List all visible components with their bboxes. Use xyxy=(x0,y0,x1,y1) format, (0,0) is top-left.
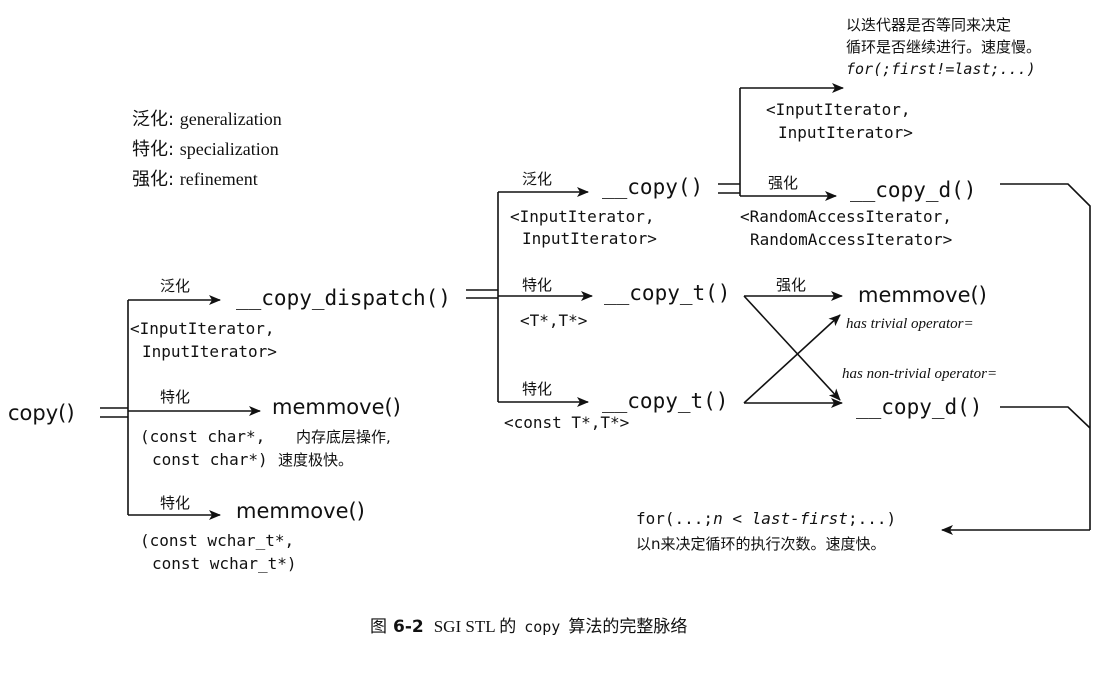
note-trivial: has trivial operator= xyxy=(846,316,974,332)
params: <InputIterator, InputIterator> (const ch… xyxy=(130,100,952,573)
note-iter-1: 以迭代器是否等同来决定 xyxy=(846,16,1011,34)
node-copy-dispatch: __copy_dispatch() xyxy=(236,286,451,310)
legend-refinement: 强化: refinement xyxy=(132,169,258,190)
param-copy-iter-1: <InputIterator, xyxy=(510,207,655,226)
edge-labels: 泛化 特化 特化 泛化 特化 特化 强化 强化 xyxy=(160,170,806,512)
edge-label-specialize-char: 特化 xyxy=(160,388,190,406)
node-copy-t-ptr: __copy_t() xyxy=(604,281,730,305)
nodes: copy() __copy_dispatch() memmove() memmo… xyxy=(8,175,987,523)
connectors xyxy=(100,83,1091,535)
param-input-1: <InputIterator, xyxy=(766,100,911,119)
note-iter-code: for(;first!=last;...) xyxy=(846,60,1036,78)
legend-generalization: 泛化: generalization xyxy=(132,109,282,130)
note-n-2: 以n来决定循环的执行次数。速度快。 xyxy=(636,535,886,553)
legend: 泛化: generalization 特化: specialization 强化… xyxy=(132,109,282,190)
param-char-2: const char*) xyxy=(152,450,268,469)
note-n-code: for(...;n < last-first;...) xyxy=(636,509,896,528)
param-char-1: (const char*, xyxy=(140,427,265,446)
param-ptr: <T*,T*> xyxy=(520,311,587,330)
node-copy-d-top: __copy_d() xyxy=(850,178,976,202)
param-dispatch-2: InputIterator> xyxy=(142,342,277,361)
node-memmove-char: memmove() xyxy=(272,395,401,419)
legend-specialization: 特化: specialization xyxy=(132,139,279,160)
edge-label-generalize-copy: 泛化 xyxy=(522,170,552,188)
note-char-2: 速度极快。 xyxy=(278,451,353,469)
param-random-1: <RandomAccessIterator, xyxy=(740,207,952,226)
node-copy-d-bottom: __copy_d() xyxy=(856,395,982,419)
edge-label-generalize-dispatch: 泛化 xyxy=(160,277,190,295)
param-wchar-1: (const wchar_t*, xyxy=(140,531,294,550)
edge-label-refine-memmove: 强化 xyxy=(776,276,806,294)
line-copy-d-bottom-join xyxy=(1000,406,1091,429)
note-char-1: 内存底层操作, xyxy=(296,428,391,446)
param-dispatch-1: <InputIterator, xyxy=(130,319,275,338)
node-copy-iter: __copy() xyxy=(602,175,703,199)
node-copy: copy() xyxy=(8,401,75,425)
edge-label-specialize-wchar: 特化 xyxy=(160,494,190,512)
node-memmove-wchar: memmove() xyxy=(236,499,365,523)
param-random-2: RandomAccessIterator> xyxy=(750,230,952,249)
node-memmove-right: memmove() xyxy=(858,283,987,307)
param-input-2: InputIterator> xyxy=(778,123,913,142)
note-iter-2: 循环是否继续进行。速度慢。 xyxy=(846,38,1041,56)
arrow-const-to-memmove xyxy=(743,314,841,404)
param-const-ptr: <const T*,T*> xyxy=(504,413,629,432)
edge-label-refine-copy-d: 强化 xyxy=(768,174,798,192)
note-nontrivial: has non-trivial operator= xyxy=(842,366,997,382)
notes: 内存底层操作, 速度极快。 以迭代器是否等同来决定 循环是否继续进行。速度慢。 … xyxy=(278,16,1041,553)
param-wchar-2: const wchar_t*) xyxy=(152,554,297,573)
line-copy-d-top-down xyxy=(1000,183,1091,530)
edge-label-specialize-ptr: 特化 xyxy=(522,276,552,294)
edge-label-specialize-const: 特化 xyxy=(522,380,552,398)
param-copy-iter-2: InputIterator> xyxy=(522,229,657,248)
arrow-ptr-to-copy-d xyxy=(743,295,841,401)
node-copy-t-const: __copy_t() xyxy=(602,389,728,413)
